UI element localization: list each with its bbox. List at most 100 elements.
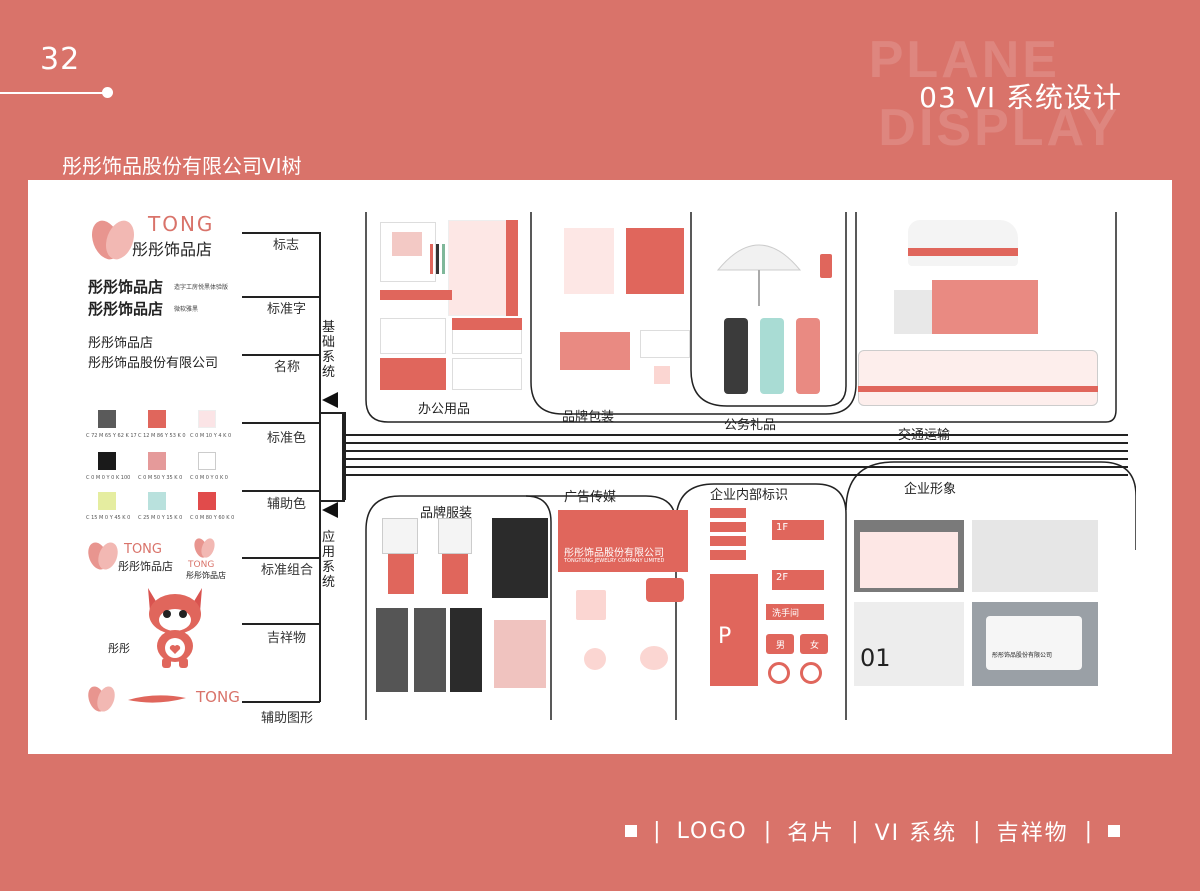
- business-card-red: [380, 358, 446, 390]
- bundle-line-4: [346, 458, 1128, 460]
- connector-bottom: [321, 500, 345, 502]
- ad-banner-en: TONGTONG JEWELRY COMPANY LIMITED: [564, 558, 665, 564]
- aux-color-swatch-5: [148, 492, 166, 510]
- name-short: 彤彤饰品店: [88, 336, 154, 351]
- combo-2-cn: 彤彤饰品店: [186, 571, 226, 580]
- caption-uniforms: 品牌服装: [420, 506, 473, 521]
- branch-line-2: [242, 296, 320, 298]
- letterhead-band: [452, 318, 522, 330]
- basic-trunk-line: [319, 232, 321, 702]
- bus-stripe: [858, 386, 1098, 392]
- ad-round-sign-2: [640, 646, 668, 670]
- std-font-1-note: 造字工房悦黑体验版: [174, 284, 229, 291]
- std-font-2-note: 微软雅黑: [174, 306, 199, 313]
- branch-label-aux-color: 辅助色: [267, 497, 307, 512]
- parking-pylon: [710, 574, 758, 686]
- reception-wall-image: [854, 602, 964, 686]
- male-label: 男: [776, 641, 786, 651]
- door-plate-2: [710, 522, 746, 532]
- caption-office: 办公用品: [418, 402, 471, 417]
- nav-sep: |: [851, 818, 859, 844]
- no-drink-sign: [800, 662, 822, 684]
- aux-color-swatch-4: [98, 492, 116, 510]
- branch-line-3: [242, 354, 320, 356]
- branch-line-6: [242, 557, 320, 559]
- caption-signage: 企业内部标识: [710, 488, 789, 503]
- id-card-photo: [392, 232, 422, 256]
- std-font-2: 彤彤饰品店: [88, 300, 164, 318]
- bundle-line-1: [346, 434, 1128, 436]
- uniform-skirt-1: [388, 554, 414, 594]
- nav-item-logo[interactable]: LOGO: [676, 818, 748, 844]
- nav-item-vi[interactable]: VI 系统: [874, 821, 958, 846]
- uniform-pants-3: [450, 608, 482, 692]
- stationery-strip: [380, 290, 452, 300]
- aux-color-label-5: C 25 M 0 Y 15 K 0: [138, 515, 183, 521]
- branch-line-7: [242, 623, 320, 625]
- branch-label-mascot: 吉祥物: [267, 631, 307, 646]
- aux-color-swatch-6: [198, 492, 216, 510]
- basic-arrow-icon: [322, 392, 338, 408]
- truck-body: [932, 280, 1038, 334]
- aux-color-label-4: C 15 M 0 Y 45 K 0: [86, 515, 131, 521]
- storefront-glass: [860, 532, 958, 588]
- ad-flag-1: [576, 590, 606, 620]
- uniform-shirt-2: [438, 518, 472, 554]
- combo-heart-icon-2: [194, 538, 215, 558]
- combo-1-wordmark: TONG: [124, 542, 162, 557]
- bundle-line-5: [346, 466, 1128, 468]
- floor-sign-2-label: 2F: [776, 572, 789, 583]
- paper-bag-pink: [564, 228, 614, 294]
- vi-tree-title: 彤彤饰品股份有限公司VI树: [62, 154, 302, 178]
- nav-square-right-icon: [1108, 825, 1120, 837]
- pen-3: [442, 244, 445, 274]
- combo-1-cn: 彤彤饰品店: [118, 560, 173, 573]
- upper-branch-frames: [365, 212, 1117, 423]
- keychain-image: [820, 254, 832, 278]
- thermos-pink: [796, 318, 820, 394]
- uniform-pants-2: [414, 608, 446, 692]
- uniform-shirt-1: [382, 518, 418, 554]
- door-plate-4: [710, 550, 746, 560]
- vi-tree-panel: 标志 标准字 名称 标准色 辅助色 标准组合 吉祥物 辅助图形 基础系统 应用系…: [28, 180, 1172, 754]
- paper-cup: [654, 366, 670, 384]
- door-plate-1: [710, 508, 746, 518]
- page-number-underline: [0, 92, 104, 94]
- std-color-swatch-3: [198, 410, 216, 428]
- aux-color-label-6: C 0 M 80 Y 60 K 0: [190, 515, 235, 521]
- nav-item-mascot[interactable]: 吉祥物: [996, 821, 1069, 846]
- branch-line-4: [242, 422, 320, 424]
- section-title: 03 VI 系统设计: [919, 81, 1122, 114]
- nav-item-card[interactable]: 名片: [787, 821, 836, 846]
- background-word-display: DISPLAY: [878, 99, 1120, 157]
- nav-sep: |: [973, 818, 981, 844]
- connector-left-line: [342, 412, 344, 500]
- background-word-plane: PLANE: [868, 31, 1060, 89]
- female-sign: [800, 634, 828, 654]
- aux-heart-icon: [88, 686, 115, 712]
- building-sign-text: 彤彤饰品股份有限公司: [992, 652, 1053, 659]
- floor-sign-1: [772, 520, 824, 540]
- aux-color-label-1: C 0 M 0 Y 0 K 100: [86, 475, 131, 481]
- washroom-label: 洗手间: [772, 609, 800, 619]
- std-color-label-3: C 0 M 10 Y 4 K 0: [190, 433, 232, 439]
- folder-spine: [506, 220, 518, 316]
- female-label: 女: [810, 641, 820, 651]
- branch-label-std-color: 标准色: [267, 431, 307, 446]
- bottom-nav: | LOGO | 名片 | VI 系统 | 吉祥物 |: [625, 815, 1120, 847]
- group-label-basic: 基础系统: [322, 320, 336, 380]
- no-smoking-sign: [768, 662, 790, 684]
- thermos-teal: [760, 318, 784, 394]
- business-card-white: [452, 358, 522, 390]
- aux-color-swatch-2: [148, 452, 166, 470]
- branch-label-aux-graphic: 辅助图形: [261, 711, 314, 726]
- nav-sep: |: [653, 818, 661, 844]
- bundle-line-3: [346, 450, 1128, 452]
- aux-color-label-3: C 0 M 0 Y 0 K 0: [190, 475, 228, 481]
- envelope-image: [380, 318, 446, 354]
- heart-logo-icon: [91, 220, 135, 260]
- std-font-1: 彤彤饰品店: [88, 278, 164, 296]
- caption-corporate: 企业形象: [904, 482, 957, 497]
- bundle-line-6: [346, 474, 1128, 476]
- combo-heart-icon-1: [88, 542, 118, 570]
